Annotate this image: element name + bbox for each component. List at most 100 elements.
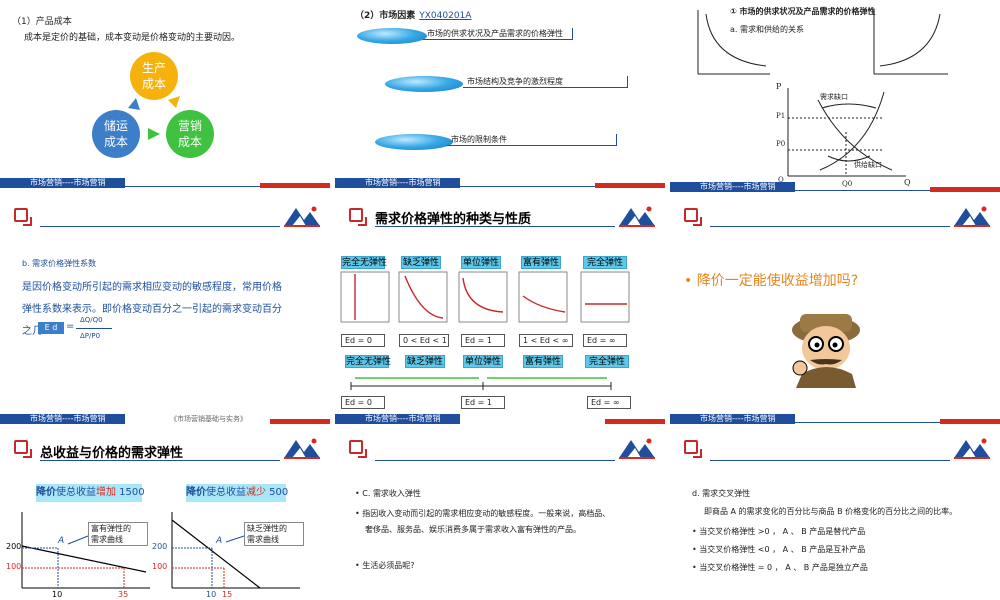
slide8-bullet-3: • 生活必须品呢? bbox=[355, 561, 415, 570]
elasticity-label-perfectly-elastic: 完全弹性 bbox=[583, 256, 627, 269]
scale-label-perfectly-elastic: 完全弹性 bbox=[585, 355, 629, 368]
equals-sign: = bbox=[66, 321, 75, 332]
slide9-bullet-2: • 当交叉价格弹性 <0 ， A 、 B 产品是互补产品 bbox=[692, 545, 866, 554]
top-line bbox=[40, 226, 280, 227]
frac-top: ΔQ/Q0 bbox=[80, 316, 103, 324]
circle-logistics-cost: 储运 成本 bbox=[92, 110, 140, 158]
slide8-bullet-2b: 奢侈品、服务品、娱乐消费多属于需求收入富有弹性的产品。 bbox=[365, 525, 581, 534]
slide-5[interactable]: 需求价格弹性的种类与性质 完全无弹性 缺乏弹性 单位弹性 富有弹性 完全弹性 bbox=[335, 200, 665, 428]
footer-bar: 市场营销----市场营销 bbox=[670, 414, 795, 424]
slide2-heading-text: （2）市场因素 bbox=[355, 11, 416, 21]
elasticity-label-elastic: 富有弹性 bbox=[521, 256, 561, 269]
right-box-p3: 减少 bbox=[246, 487, 266, 498]
right-y100: 100 bbox=[152, 562, 168, 571]
slide-7[interactable]: 总收益与价格的需求弹性 降价使总收益增加 1500 降价使总收益减少 500 bbox=[0, 432, 330, 600]
left-box-p4: 1500 bbox=[116, 487, 145, 498]
elasticity-label-perfectly-inelastic: 完全无弹性 bbox=[341, 256, 388, 269]
slide4-para3: 之几 bbox=[22, 326, 42, 337]
oval-1 bbox=[357, 28, 427, 44]
item-market-limits: 市场的限制条件 bbox=[447, 134, 617, 146]
supply-demand-diagrams bbox=[697, 10, 948, 177]
left-point-a: A bbox=[58, 536, 65, 546]
left-box-p3: 增加 bbox=[96, 487, 116, 498]
slide9-bullet-1: • 当交叉价格弹性 >0 ， A 、 B 产品是替代产品 bbox=[692, 527, 866, 536]
left-x10: 10 bbox=[52, 590, 63, 599]
label-p: P bbox=[776, 82, 782, 91]
logo-icon bbox=[619, 438, 655, 459]
footer-red bbox=[595, 183, 665, 188]
scale-label-unit: 单位弹性 bbox=[463, 355, 503, 368]
circle-production-label: 生产 成本 bbox=[141, 61, 166, 91]
left-result-box: 降价使总收益增加 1500 bbox=[36, 484, 145, 502]
slide9-b1-text: 当交叉价格弹性 >0 ， A 、 B 产品是替代产品 bbox=[699, 527, 866, 536]
right-note: 缺乏弹性的 需求曲线 bbox=[244, 522, 304, 546]
corner-square-icon bbox=[684, 208, 702, 226]
main-diagram bbox=[787, 88, 906, 177]
top-line bbox=[40, 460, 280, 461]
ed-label-box: E d bbox=[38, 322, 64, 334]
label-q0: Q0 bbox=[842, 180, 853, 188]
slide2-code-link[interactable]: YX040201A bbox=[419, 11, 472, 21]
footer-line bbox=[795, 190, 930, 191]
label-p0: P0 bbox=[776, 140, 786, 148]
slide8-b1-text: C. 需求收入弹性 bbox=[362, 489, 421, 498]
label-origin: O bbox=[778, 176, 784, 184]
footer-red bbox=[930, 187, 1000, 192]
question-text: 降价一定能使收益增加吗? bbox=[696, 273, 859, 289]
circle-logistics-label: 储运 成本 bbox=[103, 119, 128, 149]
slide4-source: 《市场营销基础与实务》 bbox=[170, 415, 247, 423]
top-line bbox=[375, 460, 615, 461]
footer-red bbox=[605, 419, 665, 424]
footer-text: 市场营销----市场营销 bbox=[700, 182, 776, 191]
left-box-p1: 降价 bbox=[36, 487, 56, 498]
oval-2 bbox=[385, 76, 463, 92]
slide7-title: 总收益与价格的需求弹性 bbox=[40, 446, 184, 461]
slide-4[interactable]: b. 需求价格弹性系数 是因价格变动所引起的需求相应变动的敏感程度，常用价格 弹… bbox=[0, 200, 330, 428]
range-ed-0: Ed = 0 bbox=[341, 334, 385, 347]
oval-3 bbox=[375, 134, 453, 150]
slide-1[interactable]: （1）产品成本 成本是定价的基础，成本变动是价格变动的主要动因。 生产 成本 营… bbox=[0, 0, 330, 195]
slide8-b2a-text: 指因收入变动而引起的需求相应变动的敏感程度。一般来说，高档品、 bbox=[362, 509, 611, 518]
left-y100: 100 bbox=[6, 562, 22, 571]
scale-ed-0: Ed = 0 bbox=[341, 396, 385, 409]
slide8-bullet-2: • 指因收入变动而引起的需求相应变动的敏感程度。一般来说，高档品、 bbox=[355, 509, 611, 518]
slide-3[interactable]: ① 市场的供求状况及产品需求的价格弹性 a. 需求和供给的关系 bbox=[670, 0, 1000, 195]
right-box-p4: 500 bbox=[266, 487, 289, 498]
logo-icon bbox=[954, 438, 990, 459]
range-ed-gt1: 1 < Ed < ∞ bbox=[519, 334, 573, 347]
logo-icon bbox=[284, 438, 320, 459]
right-y200: 200 bbox=[152, 542, 168, 551]
corner-square-icon bbox=[349, 440, 367, 458]
slide-9[interactable]: d. 需求交叉弹性 即商品 A 的需求变化的百分比与商品 B 价格变化的百分比之… bbox=[670, 432, 1000, 600]
footer-bar: 市场营销----市场营销 bbox=[0, 178, 125, 188]
slide9-heading: d. 需求交叉弹性 bbox=[692, 489, 751, 498]
corner-square-icon bbox=[684, 440, 702, 458]
revenue-charts bbox=[21, 512, 300, 589]
logo-icon bbox=[954, 206, 990, 227]
top-line bbox=[710, 226, 950, 227]
slide8-bullet-1: • C. 需求收入弹性 bbox=[355, 489, 421, 498]
slide-8[interactable]: • C. 需求收入弹性 • 指因收入变动而引起的需求相应变动的敏感程度。一般来说… bbox=[335, 432, 665, 600]
corner-square-icon bbox=[14, 208, 32, 226]
scale-label-elastic: 富有弹性 bbox=[523, 355, 563, 368]
cycle-arrows bbox=[128, 96, 180, 140]
elasticity-label-inelastic: 缺乏弹性 bbox=[401, 256, 441, 269]
scale-label-perfectly-inelastic: 完全无弹性 bbox=[345, 355, 392, 368]
slide3-sub: a. 需求和供给的关系 bbox=[730, 25, 804, 34]
right-box-p2: 使总收益 bbox=[206, 487, 246, 498]
slide9-b3-text: 当交叉价格弹性 = 0 ， A 、 B 产品是独立产品 bbox=[699, 563, 868, 572]
circle-marketing-label: 营销 成本 bbox=[177, 119, 202, 149]
right-x10: 10 bbox=[206, 590, 217, 599]
slide-6[interactable]: • 降价一定能使收益增加吗? 市场营销----市场营销 bbox=[670, 200, 1000, 428]
frac-bottom: ΔP/P0 bbox=[80, 332, 101, 340]
label-demand-gap: 需求缺口 bbox=[820, 93, 848, 101]
footer-text: 市场营销----市场营销 bbox=[30, 178, 106, 187]
circle-production-cost: 生产 成本 bbox=[130, 52, 178, 100]
logo-icon bbox=[284, 206, 320, 227]
arrow-green bbox=[148, 128, 160, 140]
footer-red bbox=[940, 419, 1000, 424]
footer-text: 市场营销----市场营销 bbox=[365, 178, 441, 187]
right-result-box: 降价使总收益减少 500 bbox=[186, 484, 289, 502]
footer-bar: 市场营销----市场营销 bbox=[0, 414, 125, 424]
